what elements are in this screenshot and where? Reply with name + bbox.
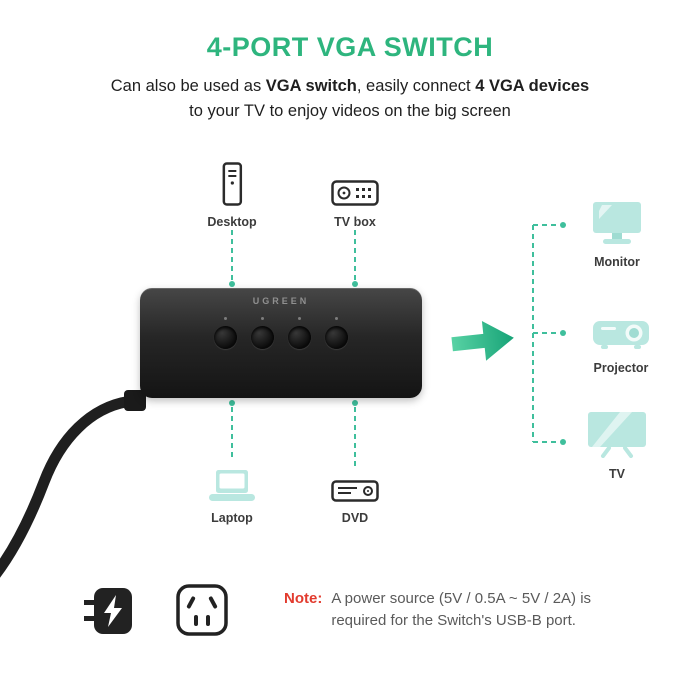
- desktop-iconbox: [222, 160, 242, 206]
- flow-arrow: [451, 321, 514, 361]
- port-button-2: [251, 326, 274, 349]
- input-label-dvd: DVD: [341, 511, 369, 525]
- projector-iconbox: [593, 316, 649, 352]
- page-title: 4-PORT VGA SWITCH: [206, 32, 494, 62]
- input-node-laptop: Laptop: [209, 468, 255, 525]
- port-1: [214, 317, 237, 349]
- lightning-bolt-icon: [104, 595, 122, 627]
- subtitle-bold2: 4 VGA devices: [475, 77, 590, 95]
- monitor-iconbox: [593, 202, 641, 246]
- port-led-2: [261, 317, 264, 320]
- input-node-tvbox: TV box: [331, 160, 379, 229]
- note-text: A power source (5V / 0.5A ~ 5V / 2A) is …: [331, 588, 591, 632]
- port-led-3: [298, 317, 301, 320]
- subtitle: Can also be used as VGA switch, easily c…: [0, 74, 700, 124]
- laptop-iconbox: [209, 468, 255, 502]
- laptop-icon: [209, 470, 255, 501]
- desktop-tower-icon: [222, 162, 242, 206]
- cable-connector: [124, 390, 146, 411]
- port-2: [251, 317, 274, 349]
- subtitle-bold1: VGA switch: [265, 77, 357, 95]
- output-label-monitor: Monitor: [594, 255, 640, 269]
- port-led-1: [224, 317, 227, 320]
- note-line1: A power source (5V / 0.5A ~ 5V / 2A) is: [331, 590, 592, 607]
- connector-dots: [229, 222, 566, 445]
- port-button-1: [214, 326, 237, 349]
- input-label-laptop: Laptop: [211, 511, 253, 525]
- port-buttons-row: [140, 317, 422, 349]
- subtitle-part1: Can also be used as: [110, 77, 266, 95]
- subtitle-part2: , easily connect: [356, 77, 476, 95]
- projector-icon: [593, 321, 649, 349]
- input-node-dvd: DVD: [331, 474, 379, 525]
- power-adapter-icon: [84, 588, 132, 634]
- output-label-tv: TV: [609, 467, 625, 481]
- output-node-monitor: Monitor: [593, 202, 641, 269]
- monitor-icon: [593, 202, 641, 244]
- note-line2: required for the Switch's USB-B port.: [331, 612, 576, 629]
- brand-logo: UGREEN: [252, 296, 310, 306]
- dvd-iconbox: [331, 474, 379, 502]
- input-label-desktop: Desktop: [207, 215, 257, 229]
- dashed-connectors: [231, 224, 560, 466]
- subtitle-line2: to your TV to enjoy videos on the big sc…: [189, 102, 511, 120]
- vga-switch-device: UGREEN: [140, 288, 422, 398]
- tvbox-iconbox: [331, 160, 379, 206]
- dvd-player-icon: [331, 480, 379, 502]
- input-node-desktop: Desktop: [207, 160, 257, 229]
- input-label-tvbox: TV box: [334, 215, 376, 229]
- output-label-projector: Projector: [593, 361, 649, 375]
- tv-box-icon: [331, 180, 379, 206]
- wall-socket-icon: [176, 584, 228, 636]
- output-node-tv: TV: [588, 412, 646, 481]
- port-4: [325, 317, 348, 349]
- port-button-4: [325, 326, 348, 349]
- power-adapter-iconbox: [84, 586, 138, 641]
- tv-iconbox: [588, 412, 646, 458]
- port-3: [288, 317, 311, 349]
- power-cable: [0, 395, 138, 578]
- port-led-4: [335, 317, 338, 320]
- tv-icon: [588, 412, 646, 458]
- wall-socket-iconbox: [176, 584, 228, 641]
- note-block: Note: A power source (5V / 0.5A ~ 5V / 2…: [284, 588, 591, 632]
- note-label: Note:: [284, 590, 323, 607]
- output-node-projector: Projector: [593, 316, 649, 375]
- port-button-3: [288, 326, 311, 349]
